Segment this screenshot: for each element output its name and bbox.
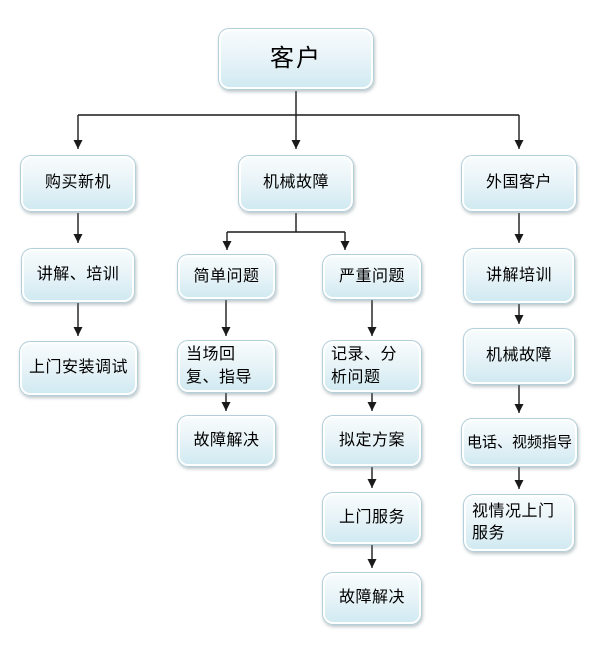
node-draft-plan: 拟定方案 bbox=[322, 415, 422, 467]
node-label: 当场回复、指导 bbox=[186, 346, 253, 386]
node-explain-training: 讲解、培训 bbox=[21, 248, 135, 303]
node-foreign-customer: 外国客户 bbox=[461, 155, 577, 212]
node-onsite-install-debug: 上门安装调试 bbox=[19, 341, 138, 396]
node-label: 拟定方案 bbox=[338, 431, 405, 449]
node-label: 机械故障 bbox=[485, 347, 552, 365]
node-label: 购买新机 bbox=[44, 174, 111, 192]
node-mechanical-failure: 机械故障 bbox=[238, 155, 354, 212]
node-record-analyze-problem: 记录、分析问题 bbox=[322, 340, 422, 393]
node-label: 客户 bbox=[270, 45, 322, 73]
node-explain-training-foreign: 讲解培训 bbox=[463, 248, 575, 304]
node-label: 故障解决 bbox=[338, 589, 405, 607]
node-label: 电话、视频指导 bbox=[466, 434, 572, 451]
node-onsite-service-conditional: 视情况上门服务 bbox=[463, 494, 575, 552]
node-onsite-reply-guidance: 当场回复、指导 bbox=[177, 340, 276, 393]
node-simple-problem: 简单问题 bbox=[177, 254, 276, 300]
node-label: 故障解决 bbox=[193, 431, 260, 449]
node-fault-resolved-serious: 故障解决 bbox=[322, 572, 422, 625]
node-label: 视情况上门服务 bbox=[472, 502, 555, 542]
node-label: 讲解培训 bbox=[485, 266, 552, 284]
node-label: 上门服务 bbox=[338, 509, 405, 527]
node-label: 简单问题 bbox=[193, 267, 260, 285]
node-label: 机械故障 bbox=[262, 174, 329, 192]
node-customer: 客户 bbox=[218, 28, 374, 90]
node-fault-resolved-simple: 故障解决 bbox=[177, 415, 276, 467]
node-label: 讲解、培训 bbox=[36, 266, 120, 284]
node-label: 严重问题 bbox=[338, 267, 405, 285]
node-mechanical-failure-foreign: 机械故障 bbox=[463, 328, 575, 385]
node-label: 记录、分析问题 bbox=[331, 346, 398, 386]
node-buy-new-machine: 购买新机 bbox=[20, 155, 136, 212]
node-serious-problem: 严重问题 bbox=[322, 254, 422, 300]
node-label: 上门安装调试 bbox=[28, 359, 128, 377]
node-phone-video-guidance: 电话、视频指导 bbox=[461, 418, 578, 467]
node-onsite-service: 上门服务 bbox=[322, 492, 422, 545]
node-label: 外国客户 bbox=[485, 174, 552, 192]
